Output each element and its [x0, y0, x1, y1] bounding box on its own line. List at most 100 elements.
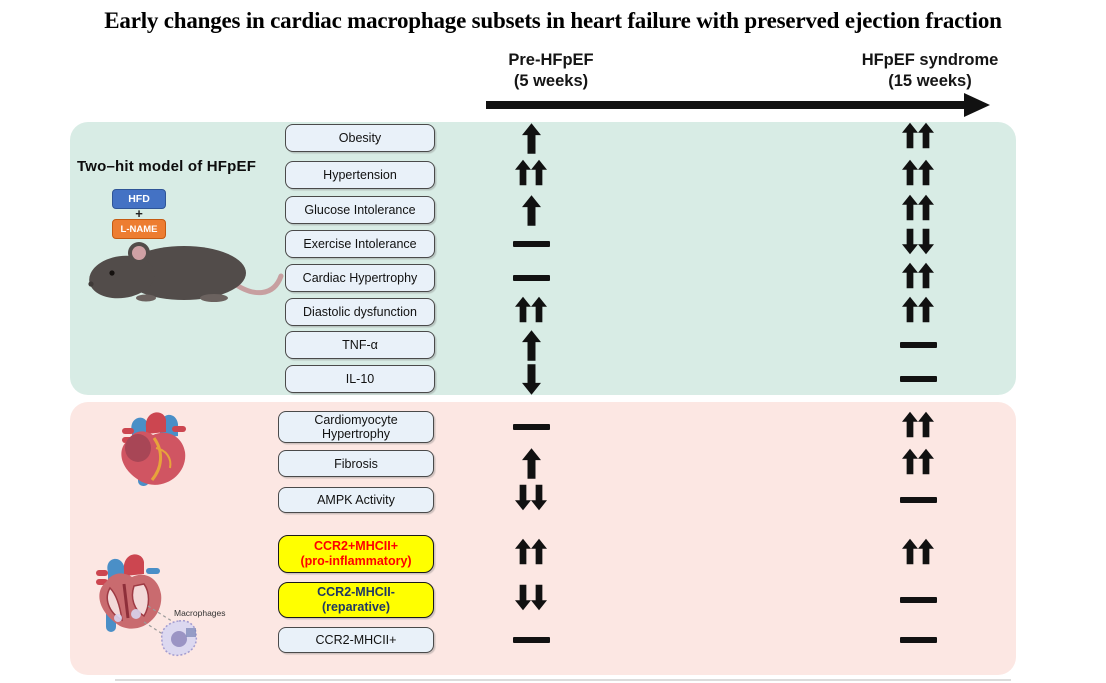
double-up-arrow-icon	[902, 409, 934, 445]
hfpef-syndrome-indicator	[853, 448, 983, 477]
double-up-arrow-icon	[515, 296, 531, 323]
indicator-row-cardiac-hypertrophy: Cardiac Hypertrophy	[70, 262, 1016, 292]
hfpef-syndrome-indicator	[853, 228, 983, 258]
double-up-arrow-icon	[902, 122, 918, 149]
down-arrow-icon	[521, 363, 541, 395]
label-box-tnf: TNF-α	[285, 331, 435, 359]
double-up-arrow-icon	[902, 260, 934, 296]
pre-hfpef-indicator	[466, 484, 596, 513]
label-text: TNF-α	[342, 338, 378, 352]
timeline-label-pre-line2: (5 weeks)	[513, 72, 589, 90]
double-up-arrow-icon	[515, 538, 531, 565]
label-text: CCR2-MHCII+	[315, 633, 397, 647]
hfpef-syndrome-indicator	[853, 535, 983, 573]
label-box-hypertension: Hypertension	[285, 161, 435, 189]
no-change-dash-icon	[512, 241, 550, 247]
hfpef-syndrome-indicator	[853, 262, 983, 292]
label-text: Cardiomyocyte	[314, 413, 398, 427]
double-up-arrow-icon	[918, 262, 934, 289]
indicator-row-il-10: IL-10	[70, 363, 1016, 395]
two-hit-model-label: Two–hit model of HFpEF	[77, 158, 257, 175]
pre-hfpef-indicator	[466, 296, 596, 326]
double-up-arrow-icon	[902, 192, 934, 228]
hfpef-syndrome-indicator	[853, 487, 983, 513]
double-up-arrow-icon	[531, 538, 547, 565]
pre-hfpef-indicator	[466, 363, 596, 395]
double-up-arrow-icon	[902, 538, 918, 565]
double-up-arrow-icon	[531, 159, 547, 186]
label-box-ccr2-mhcii: CCR2-MHCII-(reparative)	[278, 582, 434, 618]
no-change-dash-icon	[512, 424, 550, 430]
macrophages-label: Macrophages	[174, 608, 226, 618]
double-up-arrow-icon	[918, 122, 934, 149]
l-name-box: L-NAME	[112, 219, 166, 239]
pre-hfpef-indicator	[466, 159, 596, 189]
double-up-arrow-icon	[918, 194, 934, 221]
pre-hfpef-indicator	[466, 230, 596, 258]
double-down-arrow-icon	[902, 228, 918, 255]
double-down-arrow-icon	[531, 484, 547, 511]
pre-hfpef-indicator	[466, 627, 596, 653]
label-box-diastolic-dysfunction: Diastolic dysfunction	[285, 298, 435, 326]
pre-hfpef-indicator	[466, 122, 596, 154]
heart-cross-section-illustration	[96, 554, 162, 632]
label-text: Cardiac Hypertrophy	[302, 271, 418, 285]
hfpef-syndrome-indicator	[853, 296, 983, 326]
no-change-dash-icon	[899, 637, 937, 643]
label-text: Hypertrophy	[321, 427, 391, 441]
macrophage-cell-illustration	[160, 619, 198, 657]
heart-illustration	[121, 412, 186, 486]
double-up-arrow-icon	[918, 159, 934, 186]
label-box-cardiac-hypertrophy: Cardiac Hypertrophy	[285, 264, 435, 292]
double-up-arrow-icon	[531, 296, 547, 323]
timeline-label-hfpef-syndrome: HFpEF syndrome (15 weeks)	[830, 50, 1030, 92]
double-up-arrow-icon	[515, 159, 531, 186]
figure-title: Early changes in cardiac macrophage subs…	[104, 8, 1002, 33]
hfpef-syndrome-indicator	[853, 582, 983, 618]
hfpef-syndrome-indicator	[853, 194, 983, 224]
no-change-dash-icon	[512, 637, 550, 643]
label-text: Exercise Intolerance	[303, 237, 417, 251]
double-down-arrow-icon	[515, 584, 531, 611]
label-text: (pro-inflammatory)	[300, 554, 412, 568]
double-up-arrow-icon	[902, 262, 918, 289]
double-down-arrow-icon	[531, 584, 547, 611]
up-arrow-icon	[521, 329, 541, 361]
up-arrow-icon	[521, 194, 541, 226]
indicator-row-ccr2-mhcii: CCR2+MHCII+(pro-inflammatory)	[70, 535, 1016, 573]
double-down-arrow-icon	[902, 226, 934, 262]
hfpef-syndrome-indicator	[853, 159, 983, 189]
double-up-arrow-icon	[902, 411, 918, 438]
label-text: Obesity	[338, 131, 382, 145]
indicator-row-diastolic-dysfunction: Diastolic dysfunction	[70, 296, 1016, 326]
label-box-ccr2-mhcii: CCR2+MHCII+(pro-inflammatory)	[278, 535, 434, 573]
label-box-ccr2-mhcii: CCR2-MHCII+	[278, 627, 434, 653]
indicator-row-tnf: TNF-α	[70, 329, 1016, 361]
double-up-arrow-icon	[515, 536, 547, 572]
hfpef-syndrome-indicator	[853, 627, 983, 653]
up-arrow-icon	[521, 448, 541, 479]
hfpef-syndrome-indicator	[853, 331, 983, 359]
label-text: CCR2+MHCII+	[313, 539, 399, 553]
double-up-arrow-icon	[515, 294, 547, 330]
hfd-box: HFD	[112, 189, 166, 209]
label-text: Diastolic dysfunction	[303, 305, 417, 319]
label-text: (reparative)	[321, 600, 391, 614]
double-up-arrow-icon	[902, 194, 918, 221]
indicator-row-obesity: Obesity	[70, 122, 1016, 154]
label-box-fibrosis: Fibrosis	[278, 450, 434, 477]
double-up-arrow-icon	[902, 446, 934, 482]
timeline-label-pre-line1: Pre-HFpEF	[508, 51, 594, 69]
double-up-arrow-icon	[918, 296, 934, 323]
indicator-row-hypertension: Hypertension	[70, 159, 1016, 189]
mouse-illustration	[88, 242, 284, 302]
double-up-arrow-icon	[902, 536, 934, 572]
indicator-row-ccr2-mhcii: CCR2-MHCII-(reparative)	[70, 582, 1016, 618]
panel-systemic-phenotype: Two–hit model of HFpEF HFD + L-NAME Obes…	[70, 122, 1016, 395]
label-box-il-10: IL-10	[285, 365, 435, 393]
label-text: Fibrosis	[334, 456, 378, 471]
